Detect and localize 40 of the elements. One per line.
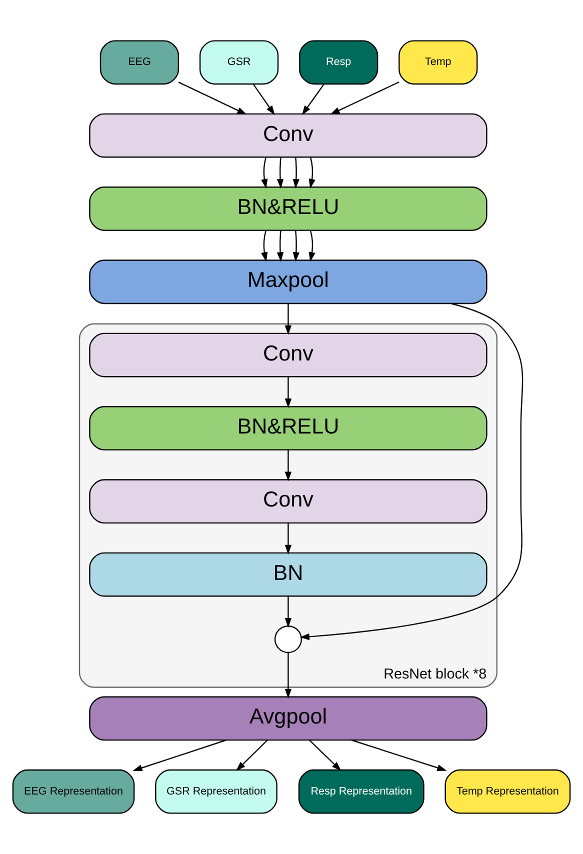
arrow: [252, 84, 275, 116]
arrow: [308, 157, 316, 189]
arrow: [308, 740, 342, 772]
arrow: [132, 740, 226, 772]
node-box: Maxpool: [89, 260, 488, 304]
arrow: [284, 652, 292, 698]
node-box: Temp: [398, 40, 478, 85]
node-box: Resp Representation: [298, 769, 424, 814]
node-box: BN&RELU: [89, 406, 488, 450]
arrow: [284, 304, 292, 335]
arrow: [284, 376, 292, 408]
node-box: EEG Representation: [12, 769, 135, 814]
node-box: GSR Representation: [155, 769, 278, 814]
node-box: GSR: [199, 40, 279, 85]
node-box: Resp: [299, 40, 378, 85]
node-box: Conv: [89, 332, 488, 378]
arrow: [308, 230, 316, 262]
arrow: [261, 230, 268, 262]
node-box: BN&RELU: [89, 186, 488, 231]
arrow: [178, 82, 247, 115]
arrow: [292, 157, 300, 189]
node-box: Temp Representation: [444, 769, 571, 814]
arrow: [300, 302, 524, 640]
arrow: [276, 157, 284, 189]
arrow: [352, 740, 447, 772]
node-box: EEG: [100, 40, 180, 85]
arrow: [330, 81, 400, 115]
arrow: [284, 523, 292, 554]
node-box: Conv: [89, 479, 488, 524]
arrow: [284, 596, 292, 628]
node-box: BN: [89, 552, 488, 597]
arrow: [302, 84, 324, 116]
arrow: [292, 230, 300, 262]
arrow: [284, 450, 292, 482]
arrow: [261, 157, 268, 189]
arrow: [236, 740, 268, 772]
node-circle: [274, 626, 302, 654]
node-box: Avgpool: [89, 696, 488, 741]
arrow: [276, 230, 284, 262]
node-box: Conv: [89, 113, 488, 158]
